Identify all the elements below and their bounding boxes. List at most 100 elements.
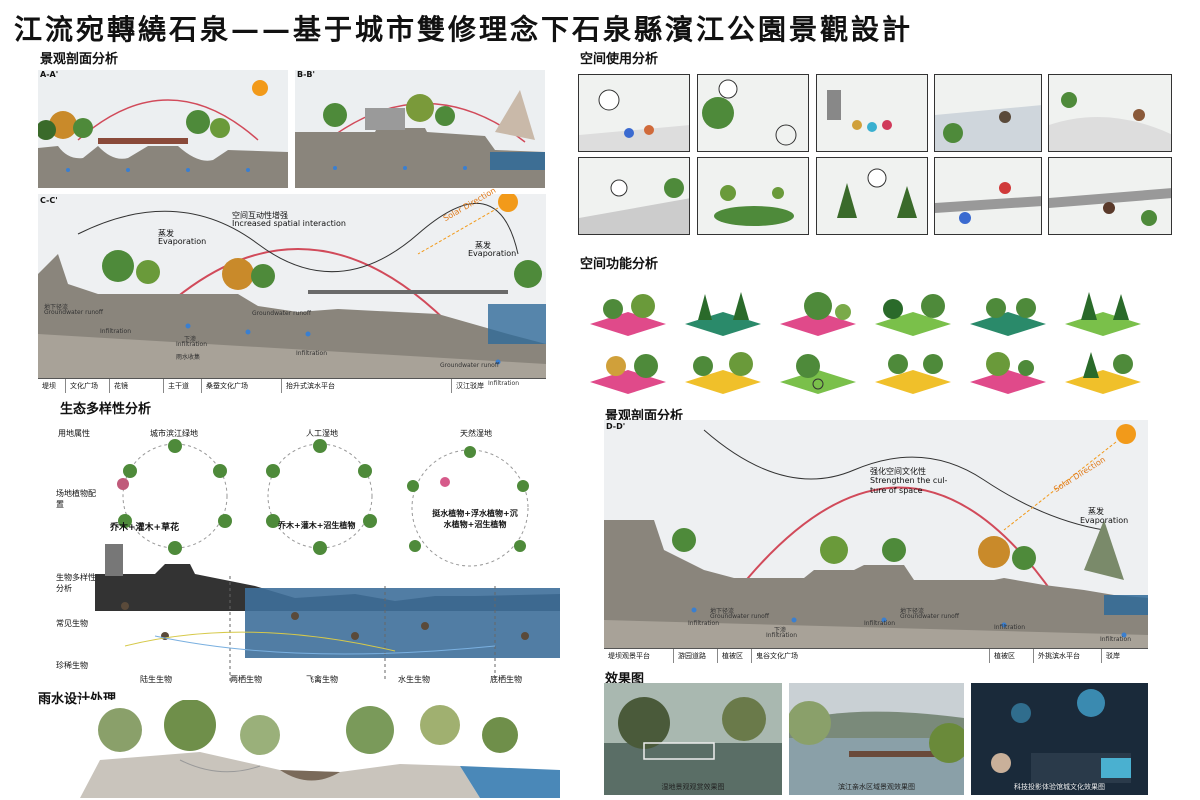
bio-row-label-plant: 场地植物配置 xyxy=(56,489,96,509)
dd-groundwater-cn: 地下径流 xyxy=(710,608,735,615)
rainwater-illustration xyxy=(80,700,560,798)
bio-habitat-artificial: 人工湿地 xyxy=(306,429,338,438)
cc-groundwater-en-3: Groundwater runoff xyxy=(440,362,499,369)
bio-animal-birds: 飞禽生物 xyxy=(306,675,338,684)
cc-evap-en-2: Evaporation xyxy=(468,249,517,258)
dd-zone: 植被区 xyxy=(990,649,1034,663)
space-usage-panel-3 xyxy=(816,74,928,152)
rendering-wetland: 湿地景观观赏效果图 xyxy=(604,683,782,795)
dd-infiltration-en-3: Infiltration xyxy=(864,620,896,627)
cc-zone: 文化广场 xyxy=(66,379,110,393)
section-bb-panel xyxy=(295,70,545,188)
function-tile-4 xyxy=(873,284,953,339)
bio-habitat-urban: 城市滨江绿地 xyxy=(150,429,198,438)
cc-evap-cn: 蒸发 xyxy=(158,229,174,238)
cc-interaction-cn: 空间互动性增强 xyxy=(232,211,288,220)
section-cc-zone-strip: 堤坝 文化广场 花镜 主干道 桑蚕文化广场 抬升式滨水平台 汉江驳岸 xyxy=(38,378,546,393)
function-tile-12 xyxy=(1063,342,1143,397)
dd-zone: 堤坝观景平台 xyxy=(604,649,674,663)
function-tile-5 xyxy=(968,284,1048,339)
space-usage-panel-1 xyxy=(578,74,690,152)
rendering-tech-caption: 科技投影体验馆城文化效果图 xyxy=(1014,783,1105,791)
bio-animal-aquatic: 水生生物 xyxy=(398,675,430,684)
dd-infiltration-en-4: Infiltration xyxy=(994,624,1026,631)
bio-row-label-diversity: 生物多样性分析 xyxy=(56,573,96,593)
cc-infiltration-en: Infiltration xyxy=(176,341,208,348)
poster-title: 江流宛轉繞石泉——基于城市雙修理念下石泉縣濱江公園景觀設計 xyxy=(14,13,914,44)
space-usage-panel-8 xyxy=(816,157,928,235)
cc-infiltration-en-4: Infiltration xyxy=(488,380,520,387)
cc-evap-cn-2: 蒸发 xyxy=(475,241,491,250)
dd-zone: 驳岸 xyxy=(1106,652,1120,660)
dd-infiltration-en-5: Infiltration xyxy=(1100,636,1132,643)
cc-infiltration-cn: 下渗 xyxy=(184,336,197,343)
rendering-wetland-caption: 湿地景观观赏效果图 xyxy=(661,783,725,791)
function-tile-10 xyxy=(873,342,953,397)
dd-infiltration-en: Infiltration xyxy=(688,620,720,627)
bio-animal-terrestrial: 陆生生物 xyxy=(140,675,172,684)
space-usage-panel-6 xyxy=(578,157,690,235)
cc-zone: 花镜 xyxy=(110,379,164,393)
section-dd-panel xyxy=(604,420,1148,648)
cc-evap-en: Evaporation xyxy=(158,237,207,246)
dd-culture-en-1: Strengthen the cul- xyxy=(870,476,948,485)
cc-groundwater-en: Groundwater runoff xyxy=(44,309,103,316)
dd-culture-en-2: ture of space xyxy=(870,486,923,495)
rendering-riverside: 滨江亲水区域景观效果图 xyxy=(789,683,964,795)
landscape-section-heading: 景观剖面分析 xyxy=(40,52,119,67)
biodiversity-diagram xyxy=(95,436,560,682)
cc-groundwater-cn: 地下径流 xyxy=(44,304,69,311)
bio-plant-combo-2: 乔木+灌木+沼生植物 xyxy=(278,521,356,530)
function-tile-2 xyxy=(683,284,763,339)
bio-row-label-land: 用地属性 xyxy=(58,429,90,438)
bio-row-label-common: 常见生物 xyxy=(56,619,88,628)
dd-groundwater-en-2: Groundwater runoff xyxy=(900,613,959,620)
cc-infiltration-en-3: Infiltration xyxy=(296,350,328,357)
function-tile-9 xyxy=(778,342,858,397)
cc-zone: 堤坝 xyxy=(38,379,66,393)
section-aa-label: A-A' xyxy=(40,70,59,79)
section-cc-label: C-C' xyxy=(40,196,58,205)
function-tile-1 xyxy=(588,284,668,339)
cc-rain-collect: 雨水收集 xyxy=(176,354,201,361)
cc-infiltration-en-2: Infiltration xyxy=(100,328,132,335)
cc-zone: 汉江驳岸 xyxy=(456,382,484,390)
section-aa-panel xyxy=(38,70,288,188)
space-usage-heading: 空间使用分析 xyxy=(580,52,659,67)
biodiversity-heading: 生态多样性分析 xyxy=(60,402,152,417)
bio-plant-combo-1: 乔木+灌木+草花 xyxy=(110,523,180,533)
bio-habitat-natural: 天然湿地 xyxy=(460,429,492,438)
section-bb-label: B-B' xyxy=(297,70,315,79)
bio-plant-combo-3: 挺水植物+浮水植物+沉水植物+沼生植物 xyxy=(432,509,518,529)
dd-infiltration-en-2: Infiltration xyxy=(766,632,798,639)
dd-culture-cn: 强化空间文化性 xyxy=(870,467,926,476)
dd-groundwater-en: Groundwater runoff xyxy=(710,613,769,620)
rendering-riverside-caption: 滨江亲水区域景观效果图 xyxy=(838,783,915,791)
space-usage-panel-4 xyxy=(934,74,1042,152)
function-tile-11 xyxy=(968,342,1048,397)
bio-row-label-rare: 珍稀生物 xyxy=(56,661,88,670)
cc-zone: 桑蚕文化广场 xyxy=(202,379,282,393)
function-tile-7 xyxy=(588,342,668,397)
dd-infiltration-cn: 下渗 xyxy=(774,627,787,634)
space-usage-panel-7 xyxy=(697,157,809,235)
dd-zone: 鬼谷文化广场 xyxy=(752,649,990,663)
dd-zone: 植被区 xyxy=(718,649,752,663)
cc-zone: 抬升式滨水平台 xyxy=(282,379,452,393)
section-cc-panel xyxy=(38,194,546,378)
space-usage-panel-2 xyxy=(697,74,809,152)
cc-groundwater-en-2: Groundwater runoff xyxy=(252,310,311,317)
function-tile-3 xyxy=(778,284,858,339)
function-tile-6 xyxy=(1063,284,1143,339)
space-function-heading: 空间功能分析 xyxy=(580,257,659,272)
dd-evap-en: Evaporation xyxy=(1080,516,1129,525)
dd-evap-cn: 蒸发 xyxy=(1088,507,1104,516)
bio-animal-benthic: 底栖生物 xyxy=(490,675,522,684)
bio-animal-amphibian: 两栖生物 xyxy=(230,675,262,684)
section-dd-zone-strip: 堤坝观景平台 游园道路 植被区 鬼谷文化广场 植被区 外挑滨水平台 驳岸 xyxy=(604,648,1148,663)
dd-zone: 外挑滨水平台 xyxy=(1034,649,1102,663)
cc-interaction-en: Increased spatial interaction xyxy=(232,219,346,228)
section-dd-label: D-D' xyxy=(606,422,626,431)
dd-zone: 游园道路 xyxy=(674,649,718,663)
cc-zone: 主干道 xyxy=(164,379,202,393)
